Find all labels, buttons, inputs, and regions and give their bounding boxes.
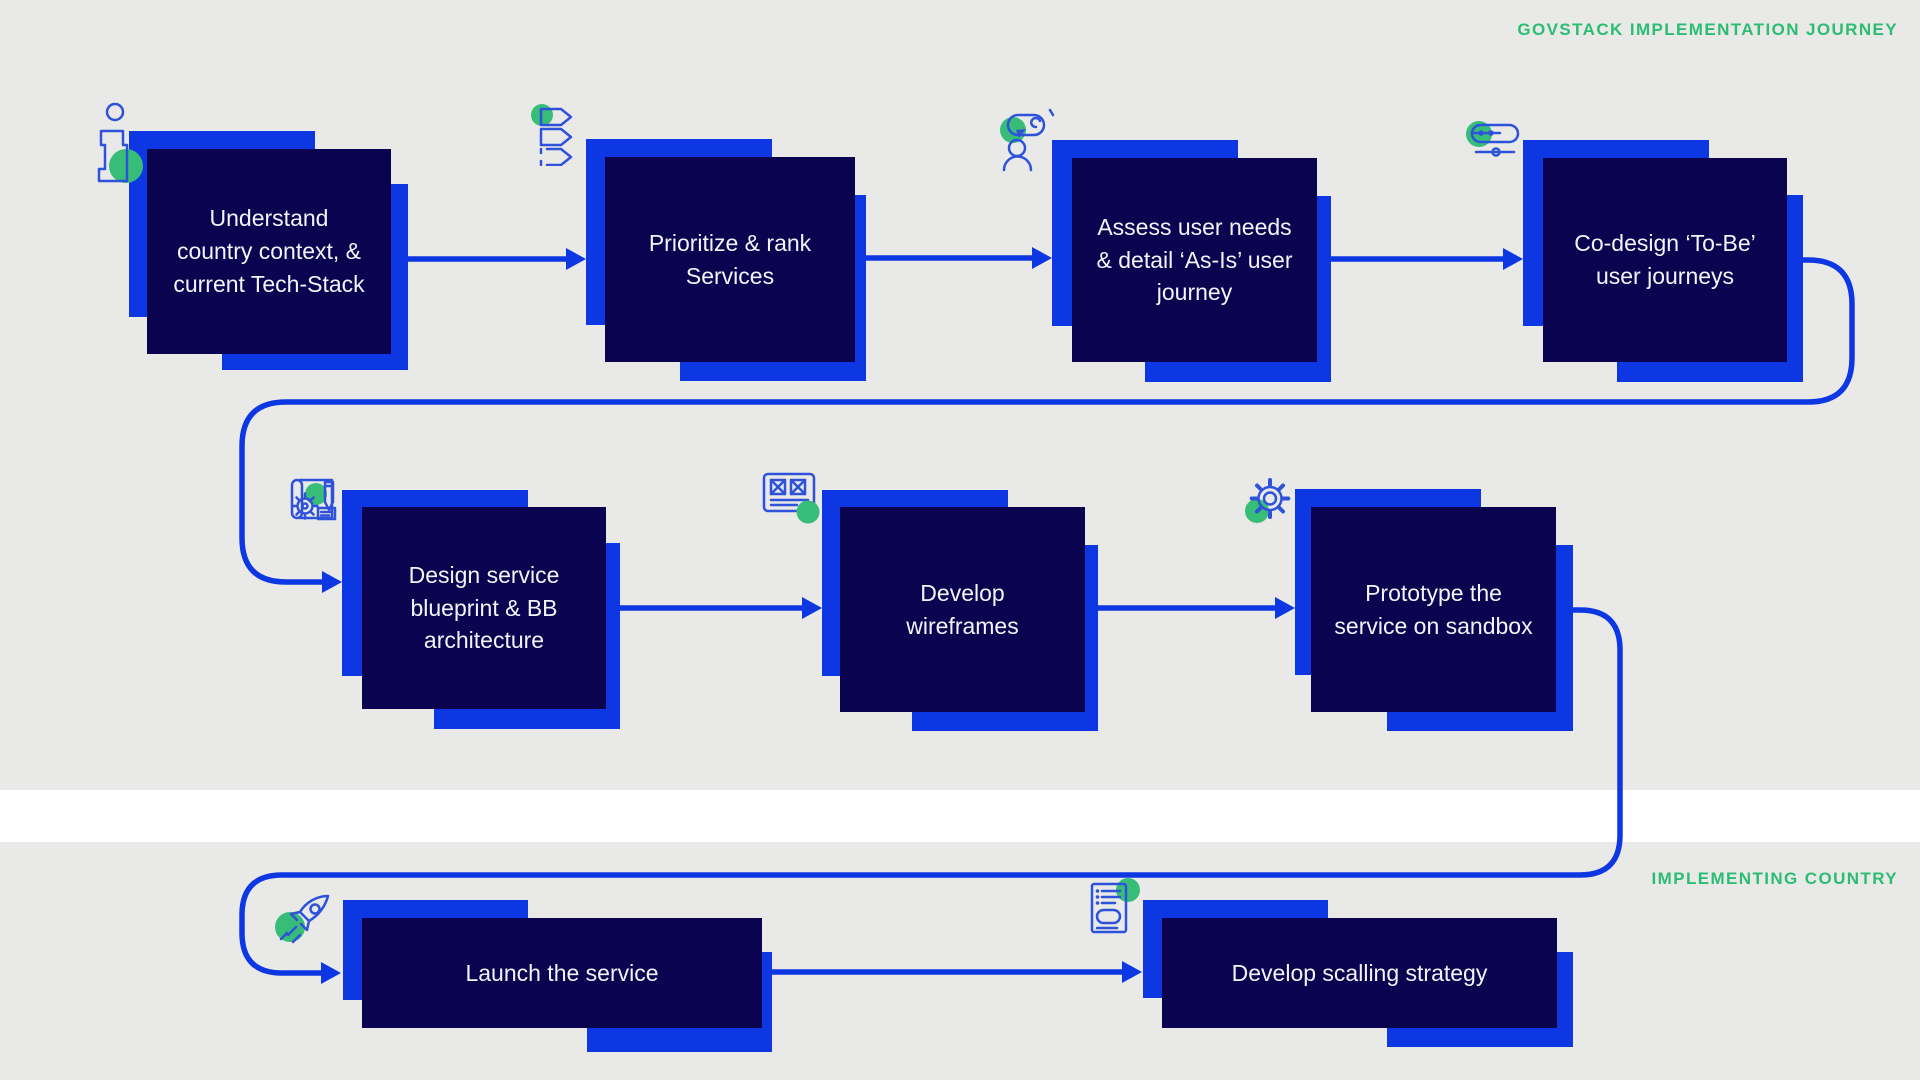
connector-step1-step2	[391, 248, 586, 270]
step1-box: Understand country context, & current Te…	[147, 149, 391, 354]
step8-box: Launch the service	[362, 918, 762, 1028]
wireframe-icon	[762, 470, 820, 529]
journey-route-icon	[1466, 120, 1524, 165]
connector-step6-step7	[1097, 597, 1295, 619]
step3-box: Assess user needs & detail ‘As-Is’ user …	[1072, 158, 1317, 362]
blueprint-icon	[290, 472, 344, 529]
user-interview-icon	[995, 108, 1057, 179]
step6-box: Develop wireframes	[840, 507, 1085, 712]
journey-label: GOVSTACK IMPLEMENTATION JOURNEY	[1517, 20, 1898, 39]
connector-step8-step9	[770, 961, 1142, 983]
connector-step4-step5	[239, 257, 1855, 593]
step5-box: Design service blueprint & BB architectu…	[362, 507, 606, 709]
connector-step7-step8	[239, 607, 1623, 984]
step2-box: Prioritize & rank Services	[605, 157, 855, 362]
gear-icon	[1242, 474, 1296, 531]
step9-box: Develop scalling strategy	[1162, 918, 1557, 1028]
connector-step2-step3	[858, 247, 1052, 269]
strategy-doc-icon	[1087, 876, 1145, 943]
priority-tags-icon	[531, 104, 579, 171]
rocket-icon	[275, 891, 337, 954]
connector-step3-step4	[1317, 248, 1523, 270]
step7-box: Prototype the service on sandbox	[1311, 507, 1556, 712]
connector-step5-step6	[620, 597, 822, 619]
info-person-icon	[92, 100, 146, 197]
country-label: IMPLEMENTING COUNTRY	[1651, 869, 1898, 888]
white-band-divider	[0, 790, 1920, 842]
step4-box: Co-design ‘To-Be’ user journeys	[1543, 158, 1787, 362]
